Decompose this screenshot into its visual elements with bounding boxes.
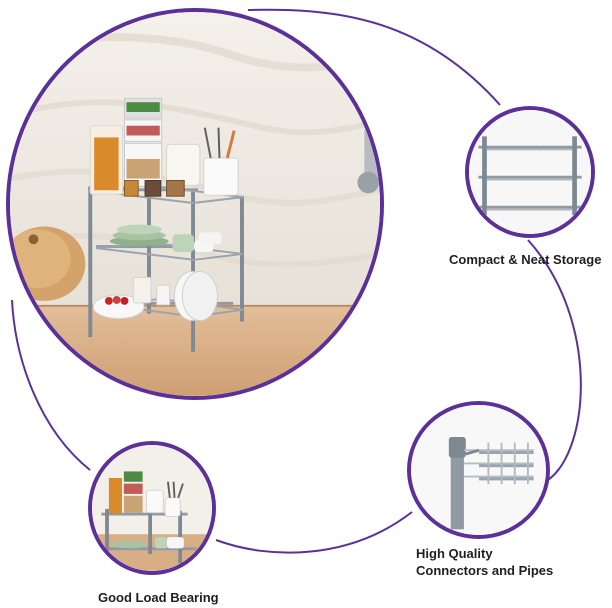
feature-caption-line: Compact & Neat Storage bbox=[449, 252, 602, 267]
kitchen-shelf-hero-image bbox=[6, 8, 384, 400]
compact-storage-detail-image bbox=[465, 106, 595, 238]
shelf-detail-icon bbox=[469, 110, 591, 234]
feature-caption-line: Good Load Bearing bbox=[98, 590, 219, 605]
feature-caption-load-bearing: Good Load Bearing bbox=[98, 589, 219, 606]
load-bearing-detail-image bbox=[88, 441, 216, 575]
feature-caption-line: High Quality bbox=[416, 546, 493, 561]
kitchen-shelf-illustration bbox=[10, 12, 380, 396]
feature-caption-compact-storage: Compact & Neat Storage bbox=[449, 251, 601, 268]
connector-pipe-icon bbox=[411, 405, 546, 535]
connectors-detail-image bbox=[407, 401, 550, 539]
load-bearing-icon bbox=[92, 445, 212, 571]
feature-caption-line: Connectors and Pipes bbox=[416, 563, 554, 578]
feature-caption-connectors: High Quality Connectors and Pipes bbox=[416, 545, 586, 579]
